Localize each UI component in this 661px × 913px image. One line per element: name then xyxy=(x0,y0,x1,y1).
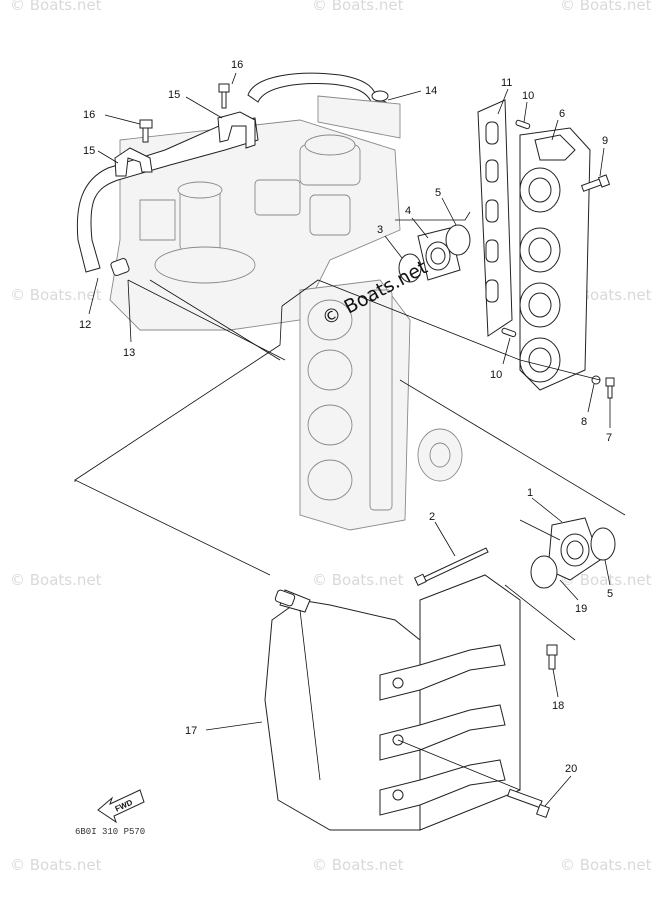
dowel-pin-10-lower xyxy=(501,327,517,338)
callout-4: 4 xyxy=(405,205,411,217)
callout-8: 8 xyxy=(581,416,587,428)
hose-shield xyxy=(317,95,401,139)
intake-plenum xyxy=(379,574,521,831)
gasket-19 xyxy=(530,555,558,589)
clamp-15-left xyxy=(114,147,153,177)
dowel-pin-10-upper xyxy=(515,119,531,130)
callout-10: 10 xyxy=(490,369,502,381)
silencer-17 xyxy=(264,589,421,831)
callout-11: 11 xyxy=(501,77,512,89)
callout-2: 2 xyxy=(429,511,435,523)
bolt-7 xyxy=(605,377,615,399)
watermark: © Boats.net xyxy=(312,0,404,14)
callout-15: 15 xyxy=(168,89,180,101)
watermark: © Boats.net xyxy=(10,286,102,304)
callout-7: 7 xyxy=(606,432,612,444)
bolt-20 xyxy=(507,788,551,819)
throttle-body-assembly-outline xyxy=(299,279,463,531)
bolt-9 xyxy=(580,174,611,192)
engine-block-outline xyxy=(109,119,401,331)
watermark: © Boats.net xyxy=(10,0,102,14)
watermark: © Boats.net xyxy=(560,856,652,874)
clamp-15-upper xyxy=(217,111,256,149)
gasket-5-upper xyxy=(445,224,471,256)
callout-17: 17 xyxy=(185,725,197,737)
watermark: © Boats.net xyxy=(10,856,102,874)
callout-5: 5 xyxy=(607,588,613,600)
long-bolt-2 xyxy=(414,547,489,586)
watermark: © Boats.net xyxy=(560,571,652,589)
o-ring-3 xyxy=(398,253,422,283)
gasket-11 xyxy=(477,99,513,337)
fwd-arrow: FWD xyxy=(97,789,145,824)
callout-20: 20 xyxy=(565,763,577,775)
bolt-18 xyxy=(546,644,558,670)
hose-12 xyxy=(76,72,379,276)
callout-15: 15 xyxy=(83,145,95,157)
callout-13: 13 xyxy=(123,347,135,359)
watermark: © Boats.net xyxy=(10,571,102,589)
callout-labels: 16 16 15 15 14 11 10 6 9 5 4 3 12 13 10 … xyxy=(79,59,613,775)
callout-3: 3 xyxy=(377,224,383,236)
callout-1: 1 xyxy=(527,487,533,499)
intake-manifold-6 xyxy=(519,127,591,391)
callout-12: 12 xyxy=(79,319,91,331)
watermark: © Boats.net xyxy=(312,571,404,589)
joint-1 xyxy=(547,517,601,581)
callout-6: 6 xyxy=(559,108,565,120)
callout-5: 5 xyxy=(435,187,441,199)
assembly-lines xyxy=(74,211,626,791)
gasket-5-lower xyxy=(590,527,616,561)
callout-9: 9 xyxy=(602,135,608,147)
callout-10: 10 xyxy=(522,90,534,102)
callout-14: 14 xyxy=(425,85,437,97)
watermark: © Boats.net xyxy=(560,0,652,14)
callout-16: 16 xyxy=(83,109,95,121)
callout-18: 18 xyxy=(552,700,564,712)
callout-19: 19 xyxy=(575,603,587,615)
watermark: © Boats.net xyxy=(312,856,404,874)
callout-16: 16 xyxy=(231,59,243,71)
bolt-16-upper xyxy=(218,83,230,109)
leader-lines xyxy=(88,72,611,807)
watermark-layer: © Boats.net © Boats.net © Boats.net © Bo… xyxy=(10,0,652,874)
diagram-code: 6B0I 310 P570 xyxy=(75,827,145,837)
